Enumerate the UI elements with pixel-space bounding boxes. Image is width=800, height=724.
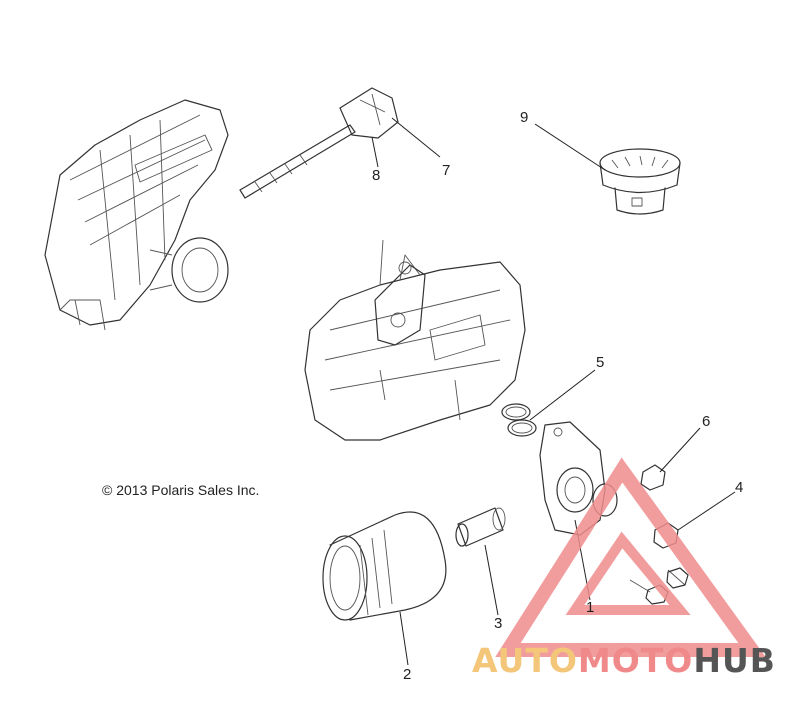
callout-1: 1 — [586, 599, 594, 616]
callout-5: 5 — [596, 354, 604, 371]
filter-adapter-illustration — [539, 421, 618, 536]
watermark-triangle — [495, 457, 766, 657]
o-rings-illustration — [501, 403, 537, 437]
engine-block-illustration — [304, 239, 526, 441]
watermark-auto: AUTO — [472, 641, 578, 680]
watermark-hub: HUB — [693, 641, 776, 680]
oil-cap-illustration — [599, 148, 681, 215]
watermark-text: AUTOMOTOHUB — [472, 641, 776, 680]
callout-2: 2 — [403, 666, 411, 683]
callout-9: 9 — [520, 109, 528, 126]
callout-6: 6 — [702, 413, 710, 430]
callout-4: 4 — [735, 479, 743, 496]
callout-8: 8 — [372, 167, 380, 184]
oil-filter-illustration — [322, 511, 447, 621]
callout-3: 3 — [494, 615, 502, 632]
copyright-text: © 2013 Polaris Sales Inc. — [102, 482, 259, 498]
dipstick-illustration — [239, 87, 399, 199]
spacer-illustration — [455, 507, 506, 547]
engine-head-illustration — [44, 99, 229, 331]
leader-lines — [371, 117, 736, 666]
callout-7: 7 — [442, 162, 450, 179]
watermark-moto: MOTO — [578, 641, 693, 680]
